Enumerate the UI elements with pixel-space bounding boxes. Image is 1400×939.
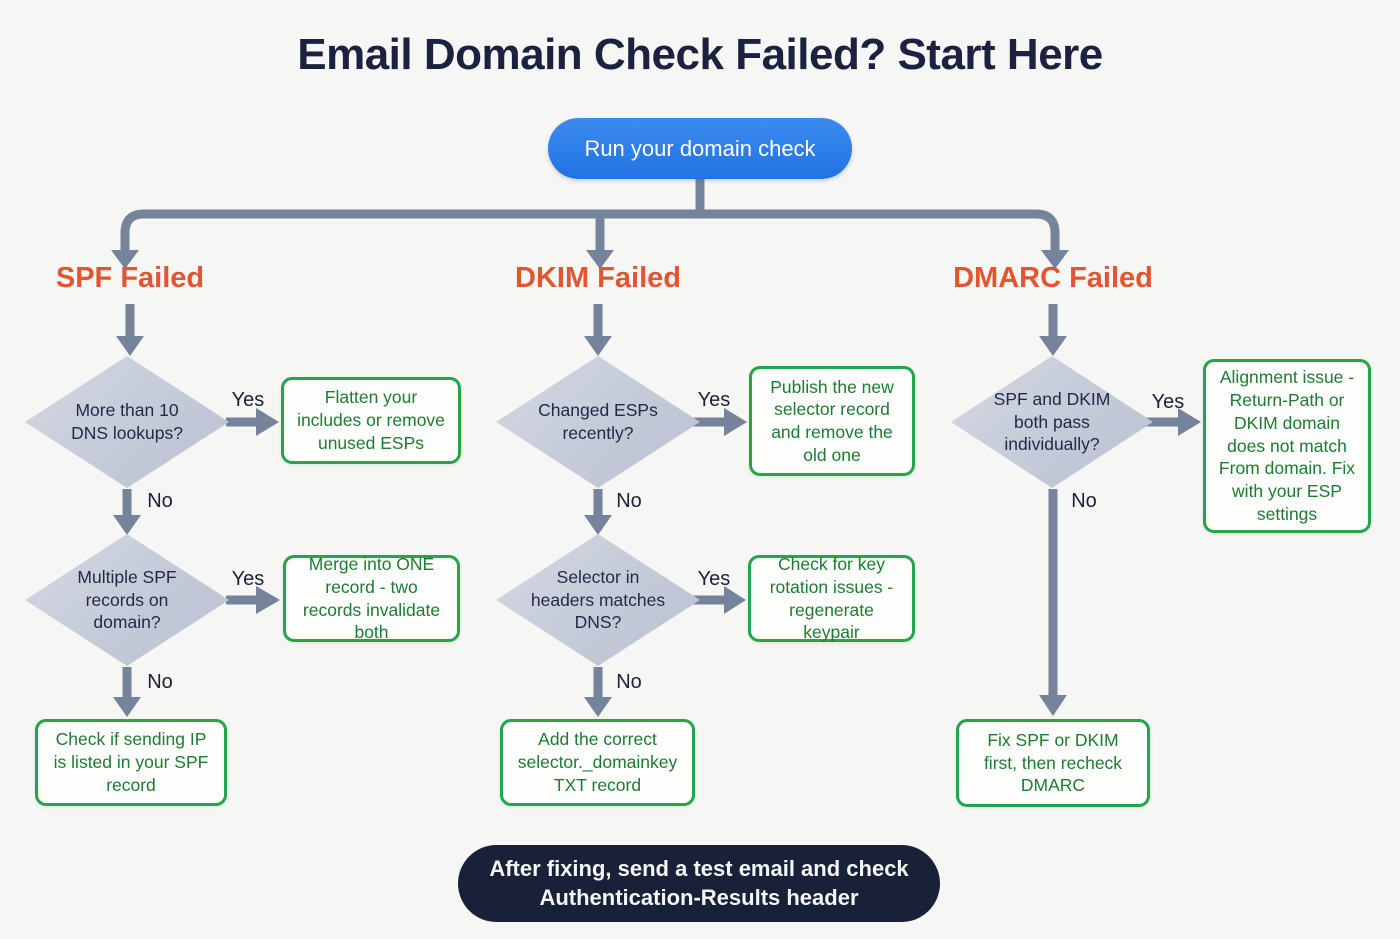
- start-node-pill: Run your domain check: [548, 118, 852, 179]
- branch-heading-dkim: DKIM Failed: [515, 262, 681, 294]
- end-node-pill: After fixing, send a test email and chec…: [458, 845, 940, 922]
- result-box-spf-1: Flatten your includes or remove unused E…: [281, 377, 461, 464]
- edge-label-yes-spf-1: Yes: [231, 389, 265, 411]
- result-box-dmarc-final: Fix SPF or DKIM first, then recheck DMAR…: [956, 719, 1150, 807]
- result-box-spf-2: Merge into ONE record - two records inva…: [283, 554, 460, 642]
- edge-label-no-dkim-1: No: [616, 490, 642, 512]
- result-box-dkim-1: Publish the new selector record and remo…: [749, 366, 915, 476]
- branch-heading-spf: SPF Failed: [55, 262, 205, 294]
- decision-diamond-dkim-1: Changed ESPs recently?: [496, 356, 700, 488]
- result-box-dkim-2: Check for key rotation issues - regenera…: [748, 554, 915, 642]
- edge-label-yes-spf-2: Yes: [231, 568, 265, 590]
- edge-label-no-dkim-2: No: [616, 671, 642, 693]
- edge-label-yes-dmarc-1: Yes: [1151, 391, 1185, 413]
- edge-label-no-spf-1: No: [147, 490, 173, 512]
- result-box-spf-final: Check if sending IP is listed in your SP…: [35, 719, 227, 806]
- decision-diamond-spf-1: More than 10 DNS lookups?: [25, 356, 229, 488]
- decision-diamond-spf-2: Multiple SPF records on domain?: [25, 534, 229, 666]
- edge-label-yes-dkim-1: Yes: [697, 389, 731, 411]
- branch-heading-dmarc: DMARC Failed: [953, 262, 1153, 294]
- edge-label-no-dmarc-1: No: [1071, 490, 1097, 512]
- edge-label-yes-dkim-2: Yes: [697, 568, 731, 590]
- result-box-dkim-final: Add the correct selector._domainkey TXT …: [500, 719, 695, 806]
- page-title: Email Domain Check Failed? Start Here: [297, 30, 1103, 79]
- result-box-dmarc-1: Alignment issue - Return-Path or DKIM do…: [1203, 359, 1371, 533]
- decision-diamond-dmarc-1: SPF and DKIM both pass individually?: [951, 356, 1153, 488]
- decision-diamond-dkim-2: Selector in headers matches DNS?: [496, 534, 700, 666]
- edge-label-no-spf-2: No: [147, 671, 173, 693]
